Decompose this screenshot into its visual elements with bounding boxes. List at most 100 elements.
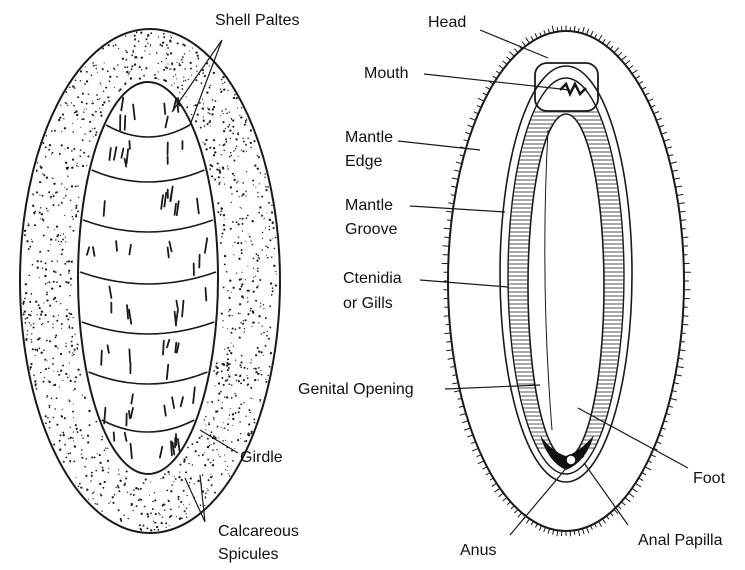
leader-ctenidia — [420, 280, 508, 287]
spicule-dot — [238, 156, 239, 157]
plate-divider — [89, 372, 208, 384]
spicule-dot — [233, 160, 235, 162]
edge-spicule — [682, 324, 688, 325]
spicule-dot — [164, 473, 166, 475]
spicule-dot — [253, 268, 254, 269]
spicule-dot — [154, 74, 156, 76]
spicule-dot — [246, 151, 247, 152]
spicule-dot — [227, 290, 229, 292]
plate-mark — [129, 141, 130, 149]
spicule-dot — [75, 477, 76, 478]
spicule-dot — [183, 504, 184, 505]
spicule-dot — [69, 86, 71, 88]
spicule-dot — [47, 226, 49, 228]
spicule-dot — [235, 359, 236, 360]
spicule-dot — [267, 257, 269, 259]
spicule-dot — [217, 211, 219, 213]
spicule-dot — [214, 179, 216, 181]
spicule-dot — [78, 197, 79, 198]
spicule-dot — [166, 527, 167, 528]
spicule-dot — [82, 395, 83, 396]
plate-mark — [125, 433, 127, 441]
spicule-dot — [269, 305, 271, 307]
spicule-dot — [104, 450, 106, 452]
spicule-dot — [179, 64, 181, 66]
spicule-dot — [80, 487, 82, 489]
spicule-dot — [88, 93, 90, 95]
spicule-dot — [221, 154, 222, 155]
plate-mark — [114, 432, 115, 440]
spicule-dot — [81, 449, 83, 451]
spicule-dot — [241, 195, 243, 197]
spicule-dot — [253, 291, 255, 293]
spicule-dot — [258, 315, 260, 317]
edge-spicule — [656, 442, 661, 444]
spicule-dot — [235, 148, 237, 150]
spicule-dot — [141, 513, 143, 515]
spicule-dot — [227, 358, 229, 360]
spicule-dot — [34, 349, 36, 351]
spicule-dot — [223, 364, 225, 366]
label-shell-plates: Shell Paltes — [215, 12, 300, 29]
spicule-dot — [92, 62, 94, 64]
spicule-dot — [44, 275, 46, 277]
spicule-dot — [42, 195, 44, 197]
spicule-dot — [82, 487, 83, 488]
spicule-dot — [47, 250, 49, 252]
spicule-dot — [170, 515, 172, 517]
spicule-dot — [154, 492, 155, 493]
spicule-dot — [261, 215, 263, 217]
spicule-dot — [260, 303, 261, 304]
spicule-dot — [211, 175, 213, 177]
spicule-dot — [119, 480, 121, 482]
spicule-dot — [229, 111, 230, 112]
spicule-dot — [74, 445, 76, 447]
spicule-dot — [200, 505, 202, 507]
spicule-dot — [241, 252, 243, 254]
spicule-dot — [95, 503, 96, 504]
spicule-dot — [72, 317, 73, 318]
spicule-dot — [58, 204, 60, 206]
spicule-dot — [23, 304, 24, 305]
spicule-dot — [65, 346, 67, 348]
spicule-dot — [220, 391, 222, 393]
spicule-dot — [74, 349, 76, 351]
spicule-dot — [61, 253, 63, 255]
spicule-dot — [46, 177, 48, 179]
spicule-dot — [162, 477, 164, 479]
spicule-dot — [214, 492, 216, 494]
spicule-dot — [218, 169, 220, 171]
spicule-dot — [133, 50, 134, 51]
plate-mark — [101, 351, 102, 365]
spicule-dot — [247, 215, 249, 217]
spicule-dot — [245, 415, 246, 416]
spicule-dot — [272, 287, 274, 289]
spicule-dot — [179, 464, 181, 466]
spicule-dot — [258, 257, 259, 258]
spicule-dot — [265, 379, 266, 380]
spicule-dot — [28, 274, 30, 276]
spicule-dot — [43, 235, 45, 237]
spicule-dot — [69, 400, 71, 402]
spicule-dot — [80, 80, 81, 81]
spicule-dot — [244, 328, 245, 329]
spicule-dot — [68, 260, 70, 262]
spicule-dot — [146, 38, 148, 40]
plate-mark — [164, 406, 166, 416]
spicule-dot — [268, 218, 269, 219]
spicule-dot — [66, 309, 68, 311]
spicule-dot — [245, 440, 247, 442]
spicule-dot — [235, 393, 236, 394]
spicule-dot — [230, 352, 232, 354]
spicule-dot — [260, 370, 261, 371]
spicule-dot — [239, 196, 240, 197]
spicule-dot — [204, 464, 206, 466]
spicule-dot — [37, 260, 39, 262]
edge-spicule — [483, 93, 487, 95]
spicule-dot — [202, 99, 203, 100]
spicule-dot — [262, 232, 264, 234]
spicule-dot — [47, 282, 48, 283]
edge-spicule — [468, 125, 474, 127]
spicule-dot — [99, 462, 101, 464]
spicule-dot — [65, 241, 66, 242]
